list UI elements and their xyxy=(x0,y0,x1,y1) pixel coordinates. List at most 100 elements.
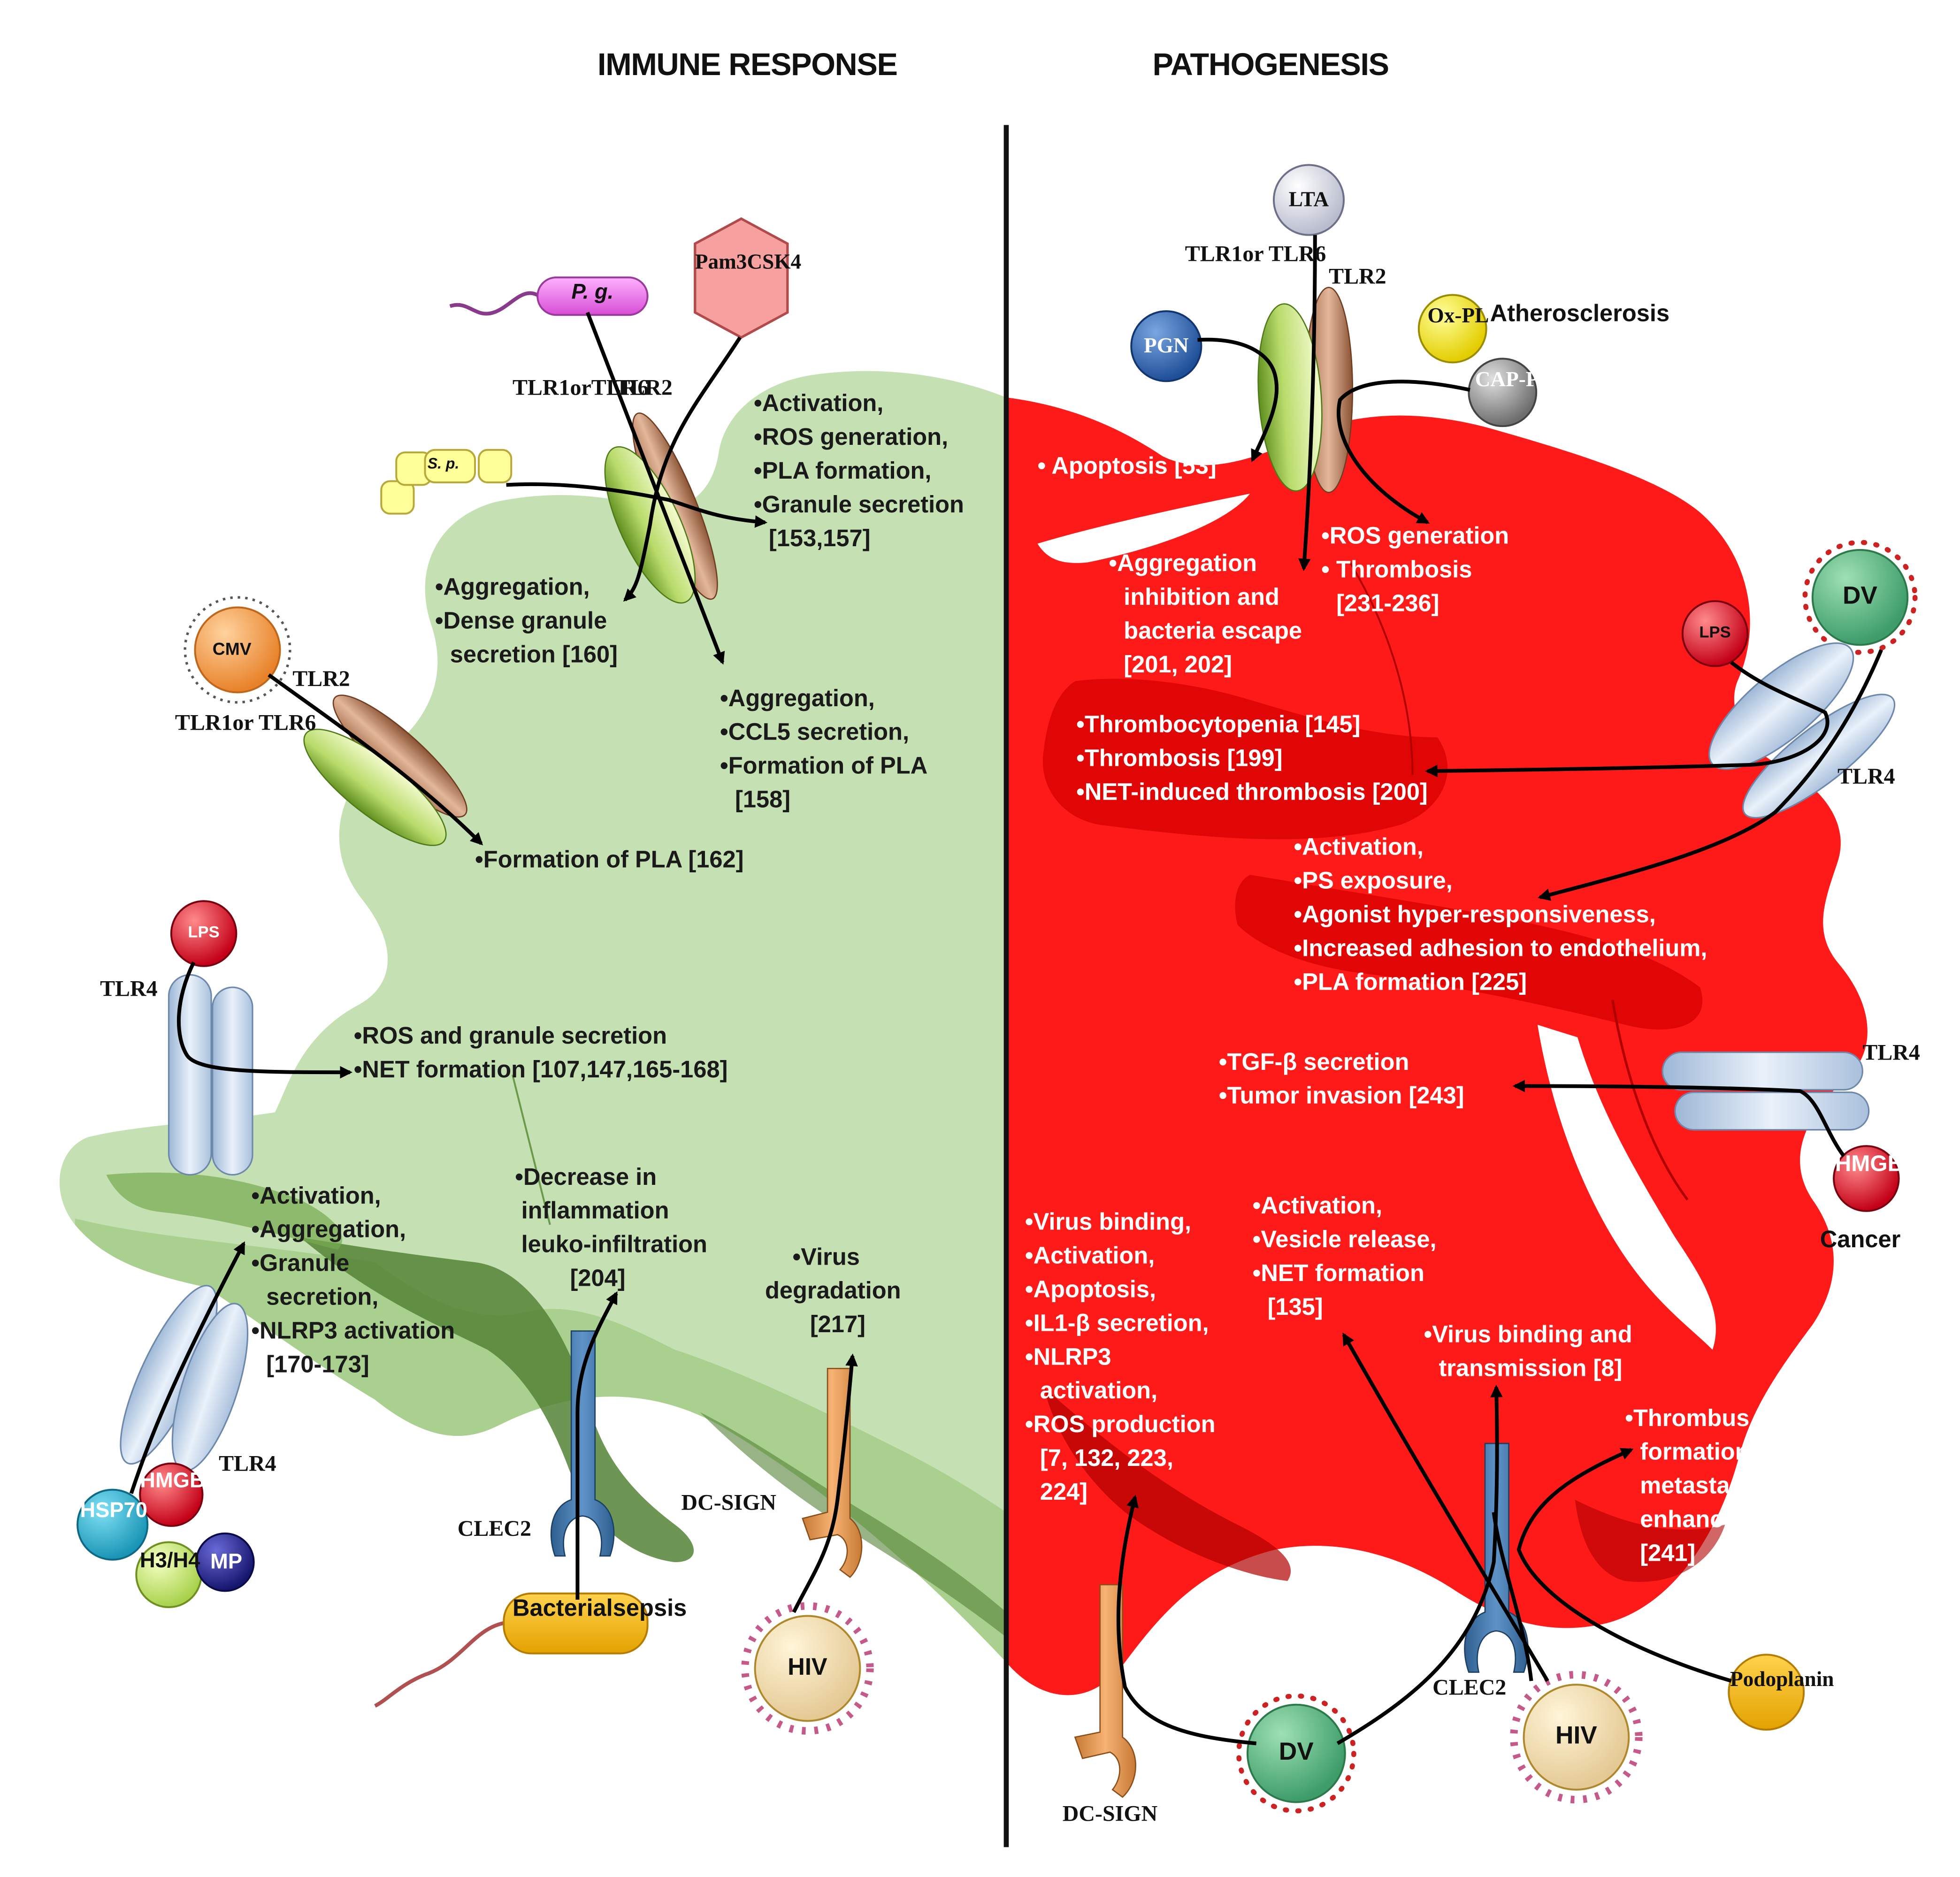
text-dv-vesicle: •Activation, •Vesicle release, •NET form… xyxy=(1252,1193,1437,1321)
label-dcsign-left: DC-SIGN xyxy=(681,1489,776,1515)
podoplanin-ball xyxy=(1728,1654,1805,1731)
tlr2-tlr1-receptor-cmv xyxy=(303,694,467,846)
tlr4-receptor-dv xyxy=(1708,642,1896,819)
label-pg: P. g. xyxy=(571,280,614,304)
heading-pathogenesis: PATHOGENESIS xyxy=(1152,47,1390,83)
text-apoptosis: • Apoptosis [53] xyxy=(1037,453,1217,480)
label-lta: LTA xyxy=(1288,187,1329,212)
dengue-virus-bottom xyxy=(1236,1693,1356,1814)
label-bacterial-sepsis: Bacterialsepsis xyxy=(512,1596,687,1622)
arrow-hmgb1-to-tgf xyxy=(1512,1080,1845,1157)
arrow-hiv-to-dcsign xyxy=(792,1353,858,1613)
pam3csk4-hexagon xyxy=(694,217,789,339)
label-tlr1-tlr6-top-left: TLR1orTLR6 xyxy=(512,374,649,400)
text-ros-thrombosis: •ROS generation • Thrombosis [231-236] xyxy=(1321,523,1509,618)
pgn-ball xyxy=(1130,310,1202,382)
tlr1-tlr2-receptor-right xyxy=(1257,287,1354,493)
label-sp: S. p. xyxy=(427,455,459,473)
label-clec2-right: CLEC2 xyxy=(1432,1674,1507,1700)
arrow-sp-to-activation xyxy=(506,482,768,528)
hsp70-ball xyxy=(77,1488,149,1561)
connector-lines xyxy=(1492,1512,1533,1681)
label-tlr2-top-left: TLR2 xyxy=(615,374,673,400)
arrow-cmv-to-pla xyxy=(268,673,483,846)
text-lps-activation: •Activation, •PS exposure, •Agonist hype… xyxy=(1294,835,1707,996)
label-hsp70: HSP70 xyxy=(80,1498,147,1522)
label-tlr4-dv: TLR4 xyxy=(1838,763,1895,789)
mp-ball xyxy=(195,1532,255,1592)
arrow-podoplanin-to-thrombus xyxy=(1516,1448,1732,1683)
label-dv-bottom: DV xyxy=(1279,1738,1314,1766)
label-oxpl: Ox-PL xyxy=(1427,304,1489,328)
label-pam3csk4: Pam3CSK4 xyxy=(695,250,802,274)
label-cappe: CAP-PE xyxy=(1475,367,1553,391)
label-mp: MP xyxy=(210,1549,243,1574)
label-hiv-left: HIV xyxy=(788,1655,827,1681)
arrow-pam3-to-aggregation xyxy=(623,336,742,602)
clec2-receptor-left xyxy=(550,1330,615,1557)
arrow-dv-to-virus-binding xyxy=(1116,1495,1256,1746)
text-tgf-beta: •TGF-β secretion •Tumor invasion [243] xyxy=(1218,1050,1464,1110)
label-podoplanin: Podoplanin xyxy=(1730,1667,1834,1691)
arrow-dv-to-transmission xyxy=(1336,1384,1503,1745)
hiv-virus-left xyxy=(741,1602,874,1735)
tlr4-receptor-lps-left xyxy=(168,974,253,1176)
arrow-sepsis-to-clec2 xyxy=(575,1291,618,1600)
hiv-virus-right xyxy=(1510,1671,1643,1804)
tlr4-receptor-bottom-left xyxy=(120,1285,249,1472)
arrow-lta-to-aggregation xyxy=(1298,235,1317,572)
text-dcsign-dv: •Virus binding, •Activation, •Apoptosis,… xyxy=(1025,1210,1216,1506)
text-hiv-transmission: •Virus binding and transmission [8] xyxy=(1424,1322,1632,1382)
label-tlr2-right: TLR2 xyxy=(1329,263,1386,289)
cappe-ball xyxy=(1468,358,1538,427)
pathogenesis-platelet-shape xyxy=(1006,397,1868,1695)
text-clec2-inflammation: •Decrease in inflammation leuko-infiltra… xyxy=(515,1165,707,1292)
text-aggregation-inhibition: •Aggregation inhibition and bacteria esc… xyxy=(1109,551,1302,679)
label-tlr1-tlr6-right: TLR1or TLR6 xyxy=(1185,241,1326,267)
cmv-virus xyxy=(184,596,291,704)
hmgb1-ball-left xyxy=(139,1462,204,1527)
text-thrombocytopenia: •Thrombocytopenia [145] •Thrombosis [199… xyxy=(1076,712,1428,806)
text-lps-net: •ROS and granule secretion •NET formatio… xyxy=(353,1023,728,1084)
label-cancer: Cancer xyxy=(1820,1227,1901,1254)
label-tlr1-tlr6-cmv: TLR1or TLR6 xyxy=(175,710,316,735)
text-cmv-pla: •Formation of PLA [162] xyxy=(475,847,744,874)
label-dcsign-right: DC-SIGN xyxy=(1062,1801,1158,1826)
label-h3h4: H3/H4 xyxy=(139,1548,200,1572)
s-pneumoniae-chain xyxy=(380,449,513,515)
text-damp-activation: •Activation, •Aggregation, •Granule secr… xyxy=(251,1183,455,1379)
text-tlr2-activation: •Activation, •ROS generation, •PLA forma… xyxy=(753,391,964,553)
text-pam3-aggregation: •Aggregation, •CCL5 secretion, •Formatio… xyxy=(720,686,928,814)
text-pg-aggregation: •Aggregation, •Dense granule secretion [… xyxy=(435,575,618,669)
label-atherosclerosis: Atherosclerosis xyxy=(1490,301,1670,328)
arrow-pg-to-pla xyxy=(586,312,725,665)
hmgb1-ball-right xyxy=(1833,1145,1900,1212)
label-dv-top: DV xyxy=(1842,582,1877,610)
label-hiv-right: HIV xyxy=(1555,1722,1597,1750)
arrow-lps-to-net xyxy=(176,961,353,1079)
tlr4-receptor-cancer xyxy=(1661,1051,1870,1131)
text-podoplanin-thrombus: •Thrombus formation and metastasis enhan… xyxy=(1625,1406,1799,1567)
arrows xyxy=(129,235,1883,1746)
lps-ball-left xyxy=(170,900,237,967)
arrow-cappe-to-ros xyxy=(1337,380,1470,524)
label-lps-right: LPS xyxy=(1699,622,1731,641)
heading-immune-response: IMMUNE RESPONSE xyxy=(597,47,898,83)
text-dcsign-virus: •Virus degradation [217] xyxy=(765,1244,901,1339)
lps-ball-right xyxy=(1681,600,1749,667)
arrow-damp-to-activation xyxy=(129,1241,245,1494)
arrow-dv-to-activation xyxy=(1538,649,1883,901)
arrow-pgn-to-apoptosis xyxy=(1197,337,1279,462)
label-tlr4-bottom-left: TLR4 xyxy=(219,1451,276,1476)
lta-ball xyxy=(1272,164,1345,236)
label-cmv: CMV xyxy=(212,638,252,659)
label-pgn: PGN xyxy=(1144,334,1189,358)
label-lps-left: LPS xyxy=(188,922,220,941)
label-clec2-left: CLEC2 xyxy=(457,1516,531,1541)
label-hmgb1-left: HMGB1 xyxy=(140,1468,217,1492)
arrow-lps-to-thrombosis xyxy=(1425,661,1830,778)
label-tlr2-cmv: TLR2 xyxy=(292,666,350,691)
label-hmgb1-right: HMGB1 xyxy=(1835,1151,1916,1176)
